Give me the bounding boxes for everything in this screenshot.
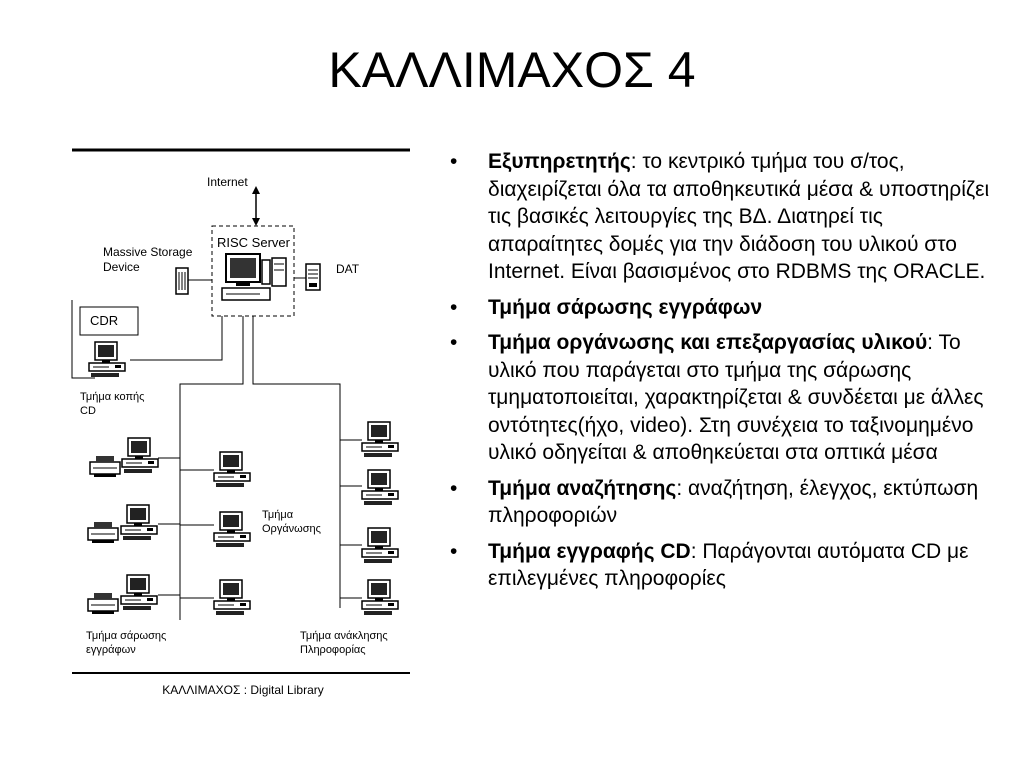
retrieval-pc-icon [361,421,399,458]
bullet-term: Τμήμα οργάνωσης και επεξαργασίας υλικού [488,331,928,354]
retrieval-label-2: Πληροφορίας [300,644,366,656]
bullet-item: Εξυπηρετητής: το κεντρικό τμήμα του σ/το… [450,148,990,286]
cdr-box [79,306,139,336]
organization-pc-icon [213,579,251,616]
arrow-down-icon [252,218,260,226]
dat-label: DAT [336,262,360,276]
bullet-term: Εξυπηρετητής [488,150,631,173]
cd-cutting-pc-icon [88,341,126,378]
risc-server-label: RISC Server [217,235,291,250]
scanner-printer-icon [89,455,121,478]
organization-pc-icon [213,511,251,548]
diagram-caption: ΚΑΛΛΙΜΑΧΟΣ : Digital Library [162,683,324,697]
bullet-term: Τμήμα εγγραφής CD [488,539,691,563]
bullet-term: Τμήμα σάρωσης εγγράφων [488,295,763,319]
bullet-text: : Το υλικό που παράγεται στο τμήμα της σ… [488,331,984,464]
internet-label: Internet [207,175,248,189]
scanning-pc-icon [121,437,159,474]
massive-storage-label-2: Device [103,260,140,274]
organization-label: Τμήμα [262,509,294,521]
server-workstation-icon [221,253,287,301]
dat-tower-icon [305,263,321,291]
bullet-item: Τμήμα αναζήτησης: αναζήτηση, έλεγχος, εκ… [450,475,990,530]
network-lines [71,316,362,620]
slide-title: ΚΑΛΛΙΜΑΧΟΣ 4 [328,42,696,98]
cut-cd-label: Τμήμα κοπής [80,391,144,403]
bullet-item: Τμήμα σάρωσης εγγράφων [450,294,990,322]
bullet-list: Εξυπηρετητής: το κεντρικό τμήμα του σ/το… [450,148,990,601]
scanning-label: Τμήμα σάρωσης [86,630,166,642]
arrow-up-icon [252,186,260,194]
scanning-pc-icon [120,504,158,541]
bullet-text: : αναζήτηση, έλεγχος, εκτύπωση πληροφορι… [488,476,979,528]
cut-cd-label-2: CD [80,405,96,417]
organization-pc-icon [213,451,251,488]
bullet-text: : το κεντρικό τμήμα του σ/τος, διαχειρίζ… [488,150,990,283]
massive-storage-label: Massive Storage [103,245,193,259]
retrieval-pc-icon [361,527,399,564]
retrieval-pc-icon [361,579,399,616]
storage-device-icon [175,267,189,295]
retrieval-pc-icon [361,469,399,506]
bullet-item: Τμήμα εγγραφής CD: Παράγονται αυτόματα C… [450,538,990,593]
retrieval-label: Τμήμα ανάκλησης [300,630,388,642]
scanner-printer-icon [87,592,119,615]
scanning-pc-icon [120,574,158,611]
bullet-item: Τμήμα οργάνωσης και επεξαργασίας υλικού:… [450,329,990,467]
organization-label-2: Οργάνωσης [262,523,321,535]
cdr-label: CDR [90,313,118,328]
scanning-label-2: εγγράφων [86,644,136,656]
bullet-text: : Παράγονται αυτόματα CD με επιλεγμένες … [488,539,969,591]
scanner-printer-icon [87,521,119,544]
bullet-term: Τμήμα αναζήτησης [488,476,677,500]
